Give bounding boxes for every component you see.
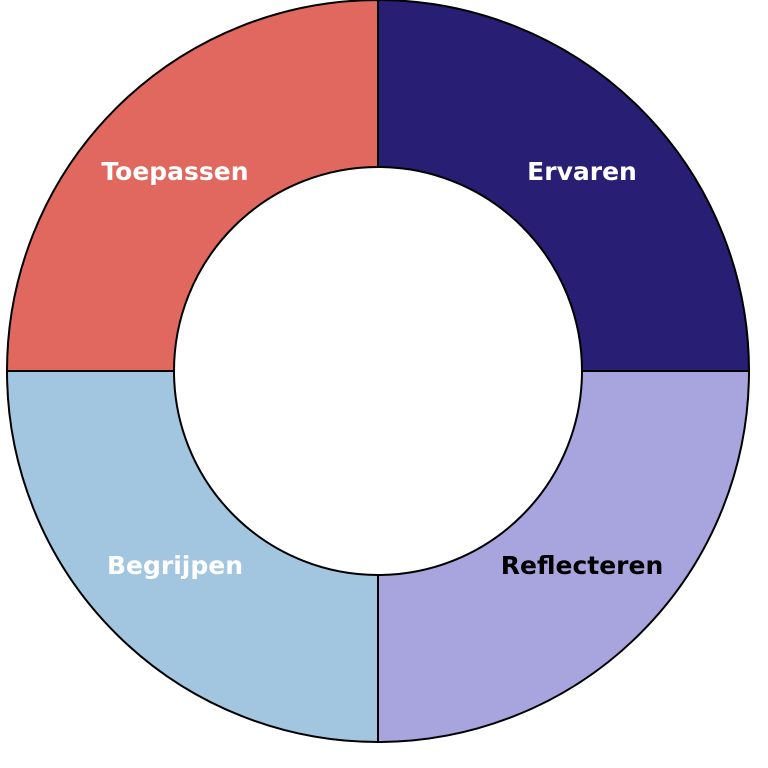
segment-label-toepassen: Toepassen	[101, 157, 248, 186]
segment-ervaren	[377, 0, 751, 372]
segment-toepassen	[5, 0, 379, 372]
segment-label-begrijpen: Begrijpen	[107, 551, 243, 580]
segment-reflecteren	[377, 370, 751, 744]
segment-begrijpen	[5, 370, 379, 744]
segment-label-reflecteren: Reflecteren	[501, 551, 664, 580]
segment-label-ervaren: Ervaren	[527, 157, 637, 186]
